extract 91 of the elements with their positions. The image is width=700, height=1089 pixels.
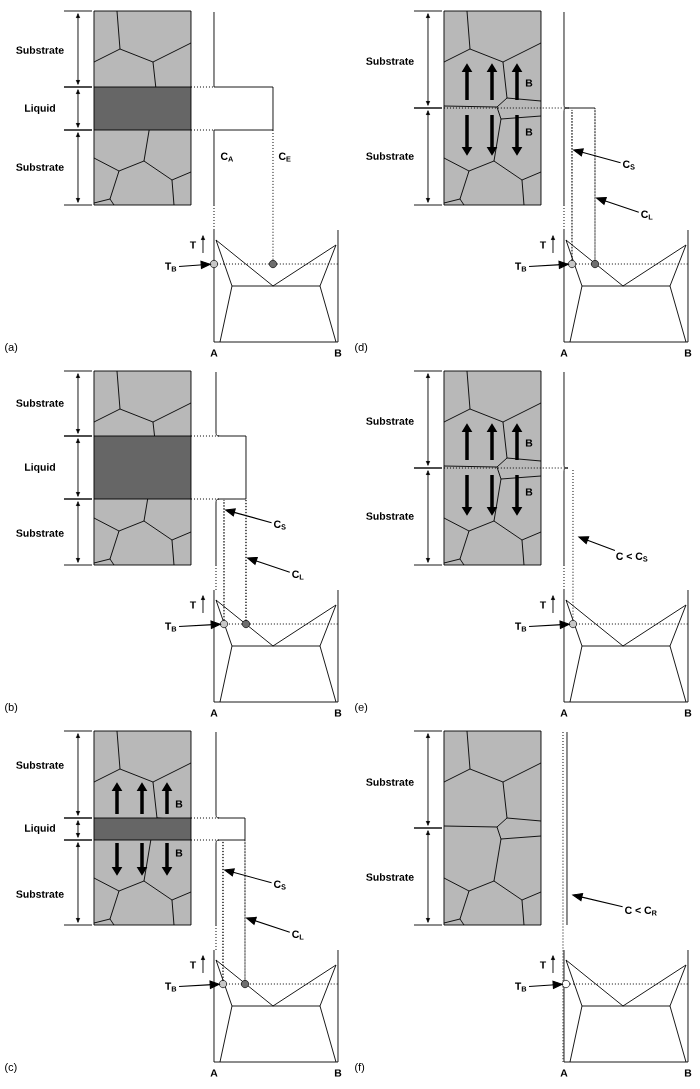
arrow-label: B	[525, 439, 533, 447]
axis-label: A	[560, 1069, 568, 1077]
panel-label: (b)	[5, 702, 18, 714]
callout-label: C < C$_{S}$	[616, 552, 648, 562]
arrow-label: B	[175, 849, 183, 857]
callout-label: C$_{S}$	[622, 160, 635, 170]
axis-label: B	[684, 1069, 692, 1077]
layer-label: Substrate	[16, 890, 64, 898]
composition-marker	[219, 619, 229, 629]
leader-line	[528, 980, 563, 990]
layer-label: Substrate	[366, 512, 414, 520]
composition-marker	[268, 259, 278, 269]
callout-label: T$_{B}$	[515, 982, 527, 992]
leader-line	[178, 620, 221, 630]
composition-marker	[567, 259, 577, 269]
leader-line	[246, 916, 291, 933]
leader-line	[578, 536, 616, 552]
panel-label: (c)	[5, 1062, 17, 1074]
axis-label: A	[210, 349, 218, 357]
concentration-label: C$_{A}$	[220, 152, 234, 162]
layer-label: Liquid	[25, 824, 55, 834]
axis-label: A	[210, 709, 218, 717]
callout-label: T$_{B}$	[165, 982, 177, 992]
projection-line	[571, 109, 573, 261]
concentration-label: C$_{E}$	[278, 152, 291, 162]
panel-label: (a)	[5, 342, 18, 354]
leader-line	[224, 868, 273, 884]
layer-label: Substrate	[366, 57, 414, 65]
axis-label: T	[539, 601, 547, 609]
leader-line	[225, 508, 273, 524]
layer-label: Substrate	[16, 163, 64, 171]
arrow-label: B	[525, 128, 533, 136]
axis-label: T	[539, 241, 547, 249]
axis-label: B	[334, 709, 342, 717]
projection-line	[222, 840, 224, 982]
arrow-label: B	[525, 488, 533, 496]
composition-marker	[561, 979, 571, 989]
layer-label: Substrate	[366, 873, 414, 881]
axis-label: A	[560, 349, 568, 357]
axis-label: B	[684, 709, 692, 717]
callout-label: C < C$_{R}$	[625, 906, 657, 916]
axis-label: B	[334, 349, 342, 357]
composition-marker	[241, 619, 251, 629]
layer-label: Substrate	[16, 46, 64, 54]
axis-label: B	[684, 349, 692, 357]
panel-label: (f)	[355, 1062, 365, 1074]
composition-marker	[568, 619, 578, 629]
layer-label: Substrate	[16, 761, 64, 769]
callout-label: C$_{S}$	[273, 880, 286, 890]
callout-label: T$_{B}$	[515, 262, 527, 272]
projection-line	[223, 499, 225, 621]
callout-label: C$_{L}$	[292, 570, 304, 580]
composition-marker	[590, 259, 600, 269]
leader-line	[178, 980, 220, 990]
layer-label: Liquid	[25, 104, 55, 114]
arrow-label: B	[525, 79, 533, 87]
leader-line	[178, 260, 211, 270]
panel-label: (d)	[355, 342, 368, 354]
axis-label: T	[539, 961, 547, 969]
composition-marker	[218, 979, 228, 989]
leader-line	[247, 556, 291, 573]
layer-label: Substrate	[366, 152, 414, 160]
panel-label: (e)	[355, 702, 368, 714]
layer-label: Substrate	[16, 529, 64, 537]
callout-label: T$_{B}$	[165, 262, 177, 272]
layer-label: Substrate	[366, 778, 414, 786]
axis-label: B	[334, 1069, 342, 1077]
composition-marker	[240, 979, 250, 989]
leader-line	[573, 148, 622, 164]
composition-marker	[209, 259, 219, 269]
arrow-label: B	[175, 800, 183, 808]
callout-label: C$_{L}$	[641, 210, 653, 220]
callout-label: T$_{B}$	[515, 622, 527, 632]
callout-label: C$_{S}$	[273, 520, 286, 530]
projection-line	[245, 498, 247, 622]
leader-line	[596, 196, 640, 213]
layer-label: Substrate	[366, 417, 414, 425]
layer-label: Liquid	[25, 463, 55, 473]
axis-label: T	[189, 241, 197, 249]
leader-line	[572, 892, 624, 908]
leader-line	[528, 620, 570, 630]
projection-line	[244, 839, 246, 981]
callout-label: T$_{B}$	[165, 622, 177, 632]
axis-label: A	[560, 709, 568, 717]
layer-label: Substrate	[16, 399, 64, 407]
callout-label: C$_{L}$	[292, 930, 304, 940]
projection-line	[594, 107, 596, 261]
leader-line	[528, 260, 569, 270]
axis-label: T	[189, 601, 197, 609]
axis-label: T	[189, 961, 197, 969]
axis-label: A	[210, 1069, 218, 1077]
